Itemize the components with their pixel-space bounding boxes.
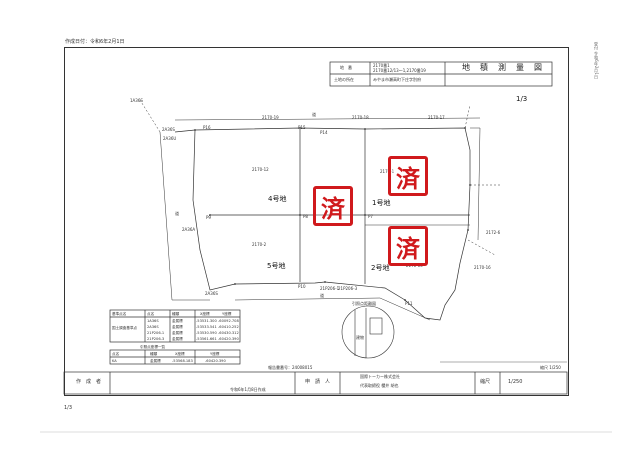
table-cell: 金属標 <box>172 325 183 329</box>
inset-label: 建物 <box>356 335 364 340</box>
created-date: 令和6年1月8日作成 <box>230 387 266 392</box>
table-header: 種類 <box>150 352 158 356</box>
point-label: P7 <box>368 214 373 219</box>
lot-number-4: 2170-12 <box>252 167 269 172</box>
lot-value-1: 2170番1 <box>373 63 390 68</box>
neighbor-label: 2170-16 <box>474 265 491 270</box>
page-footer: 1/3 <box>64 405 73 411</box>
table-header: X座標 <box>200 312 210 316</box>
neighbor-label: 2170-18 <box>352 115 369 120</box>
approval-stamp: 済 <box>388 156 428 196</box>
road-label: 道 <box>175 211 179 216</box>
table-cell: -60092.708 <box>218 319 239 323</box>
table-cell: -60430.312 <box>218 331 239 335</box>
table-group-label: 国土調査基準点 <box>112 326 138 330</box>
table-cell: 金属標 <box>172 331 183 335</box>
point-label: 21P206-3 <box>338 286 358 291</box>
table-cell: 21P206-3 <box>147 337 165 341</box>
point-label: 2A36S <box>162 127 175 132</box>
table-cell: 金属標 <box>172 337 183 341</box>
neighbor-label: 2170-19 <box>262 115 279 120</box>
table-cell: 金属標 <box>172 319 183 323</box>
point-label: 2A36U <box>163 136 177 141</box>
lot-number-1: 2170-1 <box>380 169 395 174</box>
point-label: 21P206-1 <box>320 286 340 291</box>
lot-value-2: 2170番12/13〜1,2170番19 <box>373 68 426 73</box>
point-label: 2A36S <box>205 291 218 296</box>
road-label: 道 <box>320 293 324 298</box>
table-cell: -53533.541 <box>196 325 217 329</box>
table-cell: -53531.300 <box>196 319 217 323</box>
table-cell: KA <box>112 359 117 363</box>
point-label: P14 <box>320 130 328 135</box>
table-cell: -60420.390 <box>218 337 239 341</box>
point-label: P8 <box>303 214 308 219</box>
date-line: 作成日付：令和6年2月1日 <box>65 39 125 45</box>
approval-stamp: 済 <box>388 226 428 266</box>
scale-label: 縮尺 <box>480 379 491 385</box>
location-label: 土地の所在 <box>334 77 354 82</box>
location-value: みやま市瀬高町下庄字別府 <box>373 77 421 82</box>
table-cell: -60420.390 <box>205 359 226 363</box>
neighbor-label: 2172-6 <box>486 230 501 235</box>
point-label: 2A36A <box>182 227 196 232</box>
table-cell: 金属標 <box>150 359 161 363</box>
sheet-number: 1/3 <box>516 95 528 103</box>
inset-title: 引照点距離図 <box>352 301 376 306</box>
table-cell: -53561.661 <box>196 337 217 341</box>
point-label: P15 <box>298 125 306 130</box>
table-header: Y座標 <box>222 312 232 316</box>
scale-note: 縮尺 1/250 <box>540 365 561 370</box>
lot-number-5: 2170-2 <box>252 242 267 247</box>
lot-name-2: 2号地 <box>371 264 390 272</box>
sheet-frame <box>64 47 569 396</box>
report-number: 報告書番号：24008015 <box>268 365 313 370</box>
table-header: Y座標 <box>210 352 220 356</box>
table-header: X座標 <box>175 352 185 356</box>
point-label: P10 <box>298 284 306 289</box>
representative: 代表取締役 櫻井 胡也 <box>360 383 399 388</box>
road-label: 道 <box>312 112 316 117</box>
lot-label: 地 番 <box>340 65 352 70</box>
table-header: 基準点名 <box>112 312 127 316</box>
scale-value: 1/250 <box>508 379 523 385</box>
point-label: P9 <box>206 215 211 220</box>
drawing-title: 地 積 測 量 図 <box>462 63 543 72</box>
applicant-label: 申 請 人 <box>305 379 331 385</box>
table-cell: 1A36S <box>147 319 159 323</box>
point-label: P16 <box>203 125 211 130</box>
table-cell: -60410.252 <box>218 325 239 329</box>
table-cell: -53568.183 <box>172 359 193 363</box>
table-cell: 2A36S <box>147 325 159 329</box>
lot-name-4: 4号地 <box>268 195 287 203</box>
lot-name-5: 5号地 <box>267 262 286 270</box>
neighbor-label: 2170-17 <box>428 115 445 120</box>
lot-name-1: 1号地 <box>372 199 391 207</box>
table-cell: -53530.590 <box>196 331 217 335</box>
table-header: 種類 <box>172 312 180 316</box>
approval-stamp: 済 <box>313 186 353 226</box>
table-cell: 21P206-1 <box>147 331 165 335</box>
point-label: 1A36S <box>130 98 143 103</box>
table-header: 点名 <box>112 352 120 356</box>
author-label: 作 成 者 <box>76 379 102 385</box>
table-header: 点名 <box>147 312 155 316</box>
second-table-title: 引照点座標一覧 <box>140 345 166 349</box>
side-stamp: 受付 令和6年2月1日 <box>594 42 599 79</box>
company-name: 国際トーカー株式会社 <box>360 374 400 379</box>
point-label: P11 <box>405 301 413 306</box>
